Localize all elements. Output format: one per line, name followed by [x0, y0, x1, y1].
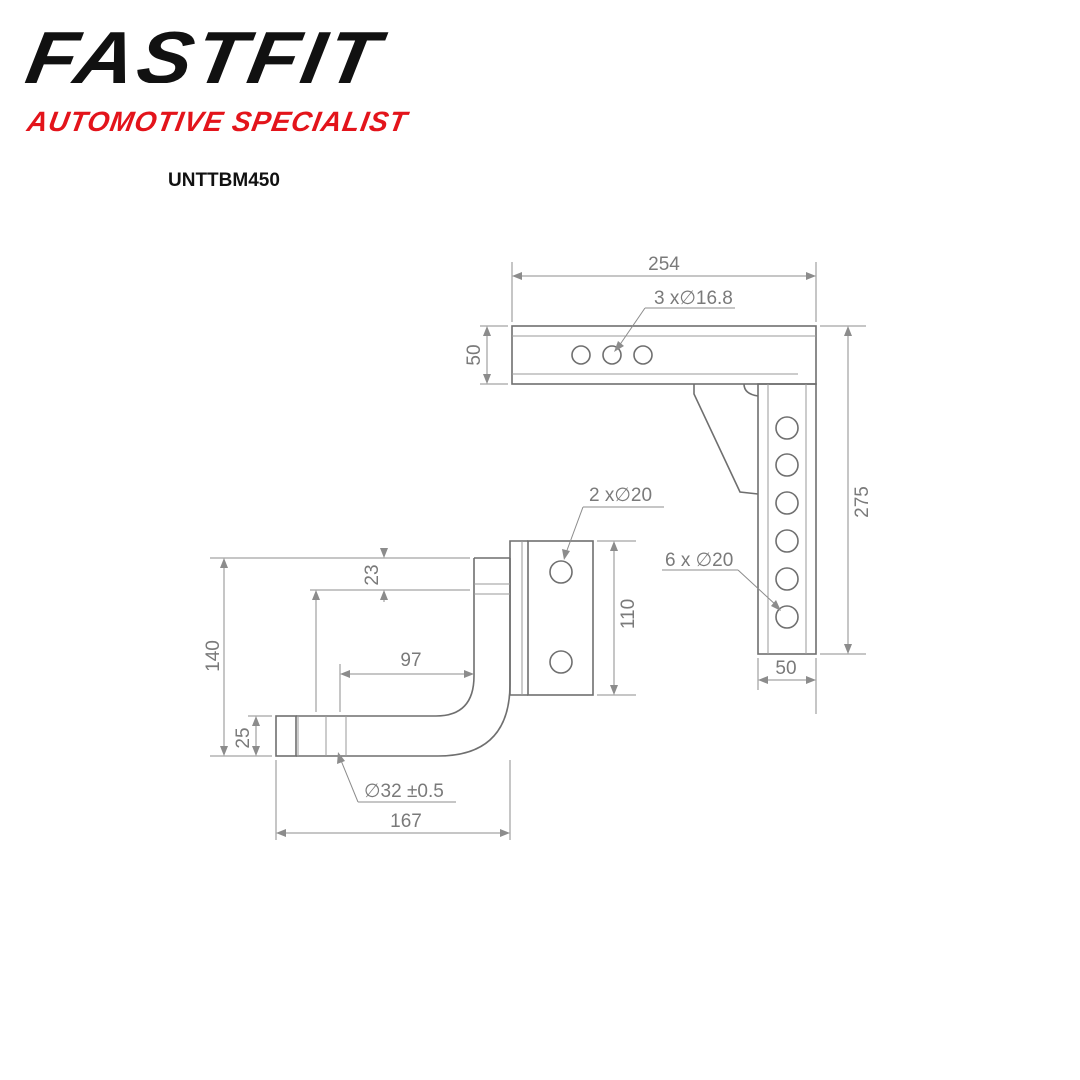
shank-and-bar-part [511, 325, 817, 655]
shank-hole [571, 345, 591, 365]
bar-hole [775, 529, 799, 553]
mount-hole [549, 560, 573, 584]
callout-bar-holes: 6 x ∅20 [665, 550, 733, 571]
shank-hole [633, 345, 653, 365]
dim-bar-width: 50 [775, 658, 796, 679]
mount-plate-outline [527, 540, 594, 696]
ball-mount-part [275, 540, 594, 757]
callout-pin-diameter: ∅32 ±0.5 [364, 781, 444, 802]
pin-end [275, 715, 297, 757]
dim-mount-height: 110 [618, 599, 639, 629]
dim-pin-height: 25 [233, 727, 254, 748]
bar-hole [775, 567, 799, 591]
shank-outline [511, 325, 817, 385]
fastfit-logo: FASTFIT AUTOMOTIVE SPECIALIST [20, 18, 430, 142]
bar-hole [775, 491, 799, 515]
dim-drop-upper: 23 [362, 564, 383, 585]
bend-inner [296, 675, 475, 717]
mount-plate-side [509, 540, 528, 696]
weld-fillet [743, 383, 759, 397]
product-code: UNTTBM450 [168, 170, 280, 191]
bar-hole [775, 453, 799, 477]
dim-reach: 97 [400, 650, 421, 671]
mount-hole [549, 650, 573, 674]
dim-overall-height: 140 [203, 640, 224, 672]
shank-hole [602, 345, 622, 365]
dim-overall-length: 167 [390, 811, 422, 832]
bend-outer [296, 683, 511, 757]
logo-speed-stripes [30, 80, 420, 98]
bar-hole [775, 416, 799, 440]
dim-shank-height: 50 [464, 344, 485, 365]
bar-hole [775, 605, 799, 629]
callout-mount-holes: 2 x∅20 [589, 485, 652, 506]
vertical-bar-outline [757, 383, 817, 655]
gusset [693, 384, 759, 495]
dim-shank-length: 254 [648, 254, 680, 275]
dim-bar-length: 275 [852, 486, 873, 518]
callout-shank-holes: 3 x∅16.8 [654, 288, 733, 309]
